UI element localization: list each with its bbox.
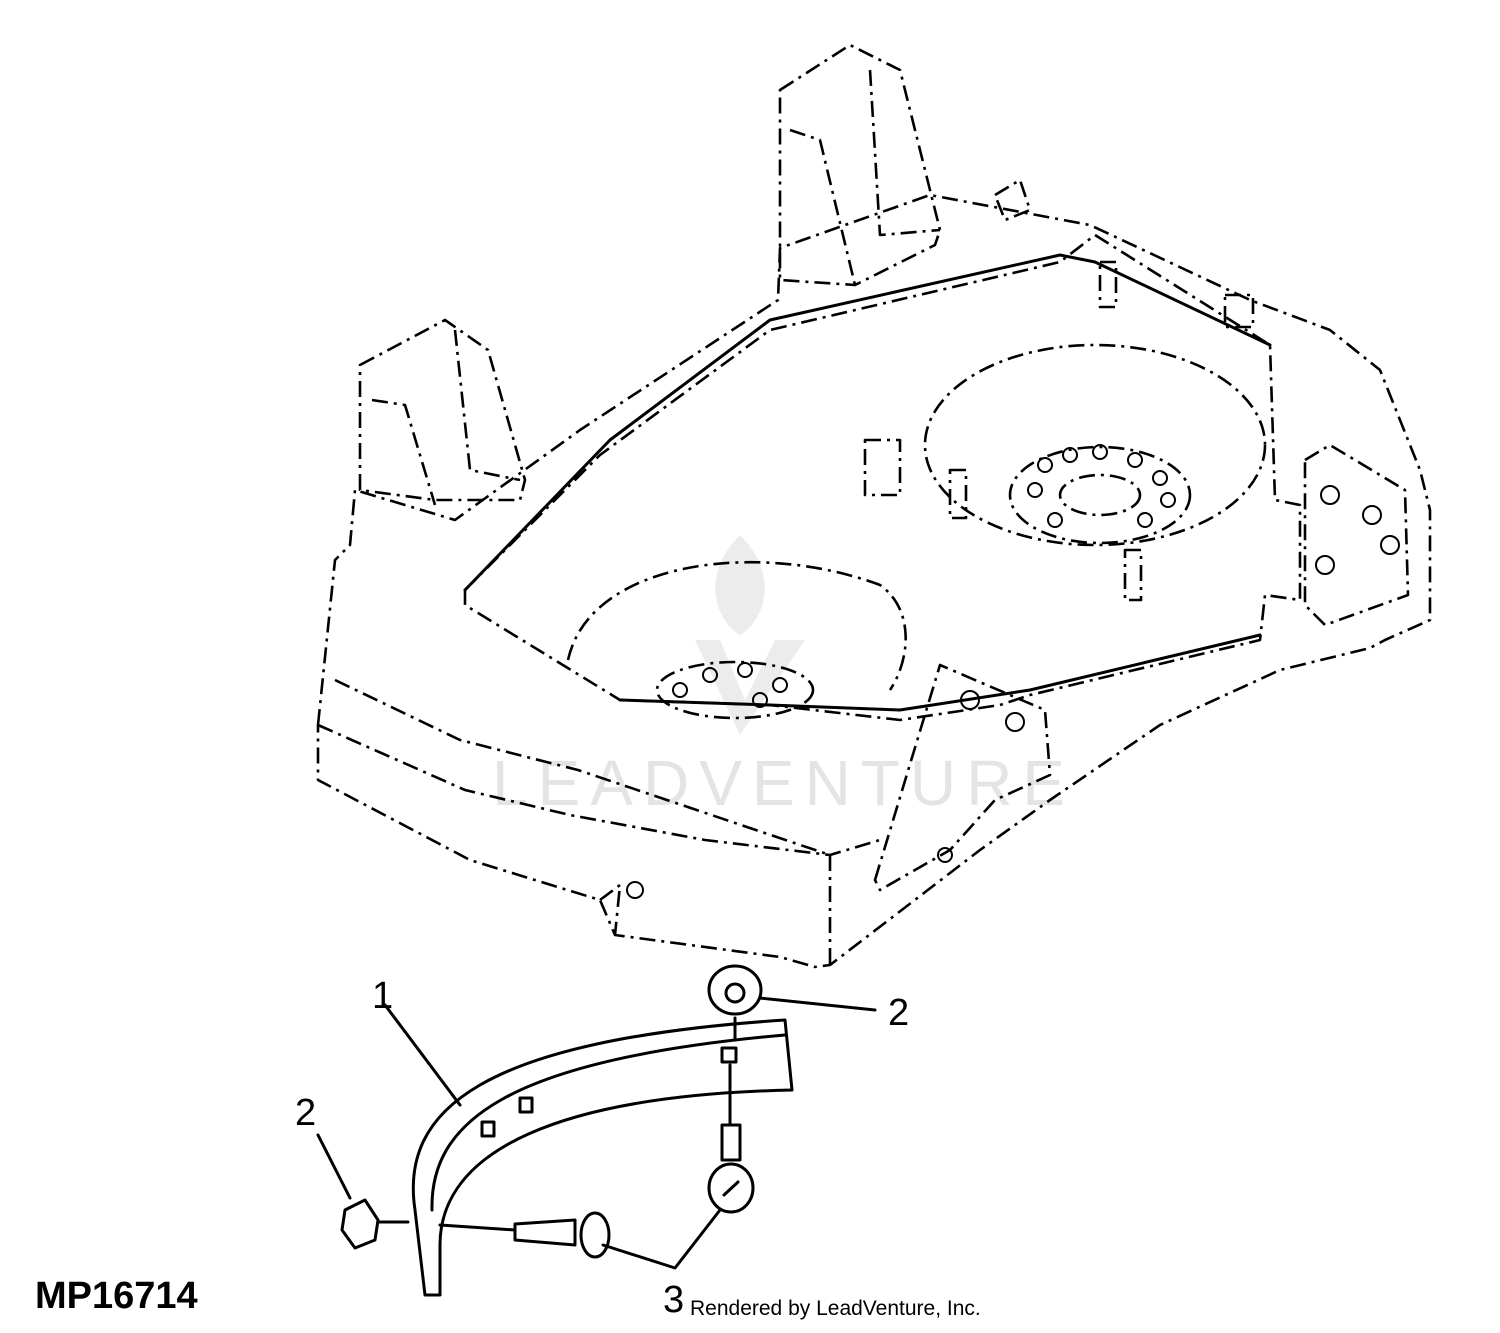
deflector-fold [430,1033,787,1212]
top-plate-inner-edge [463,253,1272,712]
rear-right-bracket [778,43,942,287]
watermark-v-icon [695,640,805,735]
nut-upper [707,964,763,1016]
watermark-flame-icon [715,535,765,635]
left-spindle-hub [655,660,815,720]
nut-left [340,1198,380,1250]
right-spindle-holes [1027,444,1176,528]
rear-left-bracket [358,318,527,506]
bolt-horizontal-axis [438,1223,517,1232]
top-right-nut [993,178,1032,222]
callout-3: 3 [663,1279,684,1321]
leader-2-upper [758,996,877,1012]
top-studs [863,260,1255,602]
credit-line: Rendered by LeadVenture, Inc. [690,1297,981,1320]
watermark-text: LEADVENTURE [492,747,1075,819]
right-spindle-center [1058,473,1142,517]
bolt-vertical-mark [722,1180,740,1197]
left-spindle-housing [566,560,907,691]
mower-deck [316,43,1432,969]
skirt-lip [599,855,832,965]
leader-3 [601,1208,722,1270]
deck-outline [316,193,1432,969]
front-right-bracket-holes [937,690,1025,863]
deflector-assembly [340,964,794,1297]
leader-lines [316,996,877,1270]
figure-id: MP16714 [35,1275,198,1317]
right-spindle-hub [1008,445,1192,545]
front-right-bracket [873,663,1052,892]
watermark: LEADVENTURE [492,535,1075,819]
bolt-horizontal-head [579,1211,611,1259]
callout-1: 1 [372,975,393,1017]
deflector-part [411,1018,794,1297]
leader-2-left [316,1133,352,1200]
left-spindle-holes [672,662,788,708]
top-plate [463,233,1302,722]
front-left-hole [626,881,644,899]
callout-2-upper: 2 [888,992,909,1034]
callout-2-left: 2 [295,1092,316,1134]
skirt-band [317,678,881,857]
leader-1 [383,1003,462,1107]
deflector-slots [480,1046,738,1138]
bolt-vertical-head [707,1162,755,1214]
bolt-horizontal [513,1218,577,1247]
right-side-plate-holes [1315,485,1400,575]
right-side-plate [1303,443,1410,627]
bolt-vertical [720,1063,742,1162]
nut-upper-hole [724,982,746,1004]
right-spindle-housing [923,343,1267,547]
